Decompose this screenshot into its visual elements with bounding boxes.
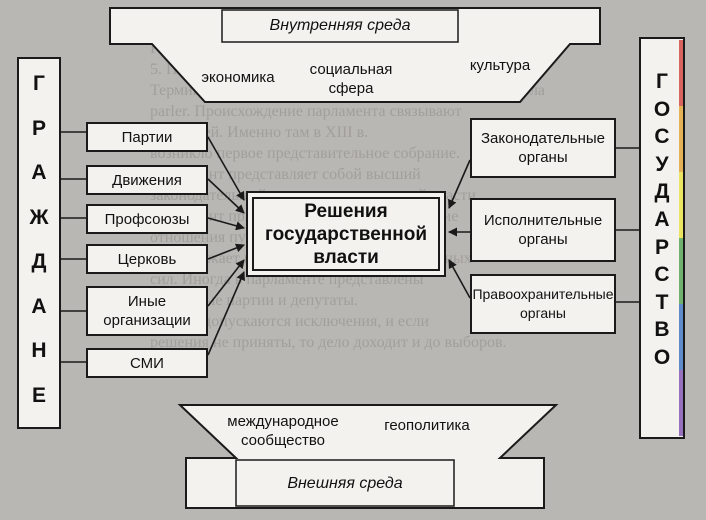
state-letter: Т [655,290,669,314]
internal-item-culture: культура [469,57,531,74]
state-letter: В [654,318,670,342]
citizens-letter: Г [33,72,45,95]
state-letter: У [655,152,669,176]
citizens-letter: Е [31,383,46,407]
state-law-enforcement-bodies: Правоохранительные органы [470,274,616,334]
state-executive-bodies: Исполнительные органы [470,198,616,262]
org-movements: Движения [86,165,208,195]
state-legislative-bodies: Законодательные органы [470,118,616,178]
state-color-segment [679,40,683,106]
citizens-letter: А [31,161,47,185]
citizens-letter: Ж [29,205,49,229]
state-color-strip [679,40,683,436]
state-color-segment [679,238,683,304]
state-letter: С [654,263,670,287]
state-letter: Г [656,70,668,93]
background-text-line: parler. Происхождение парламента связыва… [150,103,462,120]
state-letter: Д [654,180,670,204]
org-trade-unions: Профсоюзы [86,204,208,234]
state-letter: С [654,125,670,149]
org-parties: Партии [86,122,208,152]
external-environment-title-frame [235,459,455,507]
state-arrows [448,159,471,299]
citizens-letter: Д [31,250,47,274]
citizens-letter: А [31,294,47,318]
org-church: Церковь [86,244,208,274]
internal-environment-title-frame [221,9,459,43]
internal-item-economics: экономика [201,69,275,86]
central-decisions-title: Решения государственной власти [252,197,440,271]
internal-environment-title: Внутренняя среда [269,17,411,34]
internal-item-social-sphere: социальная сфера [309,61,393,97]
state-letter: О [653,345,671,369]
state-color-segment [679,106,683,172]
background-text-line: решения не приняты, то дело доходит и до… [150,334,507,351]
external-item-international-community: международное сообщество [227,413,339,449]
org-arrows [207,136,245,356]
state-color-segment [679,172,683,238]
citizens-connectors [60,131,86,363]
external-item-geopolitics: геополитика [384,417,470,434]
state-letter: А [654,207,670,231]
citizens-letter: Р [31,116,46,140]
state-letter: Р [654,235,669,259]
org-other-organizations: Иные организации [86,286,208,336]
external-environment-title: Внешняя среда [287,475,403,492]
citizens-letter: Н [31,339,47,363]
org-mass-media: СМИ [86,348,208,378]
state-color-segment [679,370,683,436]
state-connectors [616,147,640,303]
state-column [639,37,685,439]
central-decisions-box: Решения государственной власти [246,191,446,277]
state-letter: О [653,97,671,121]
citizens-column [17,57,61,429]
state-color-segment [679,304,683,370]
